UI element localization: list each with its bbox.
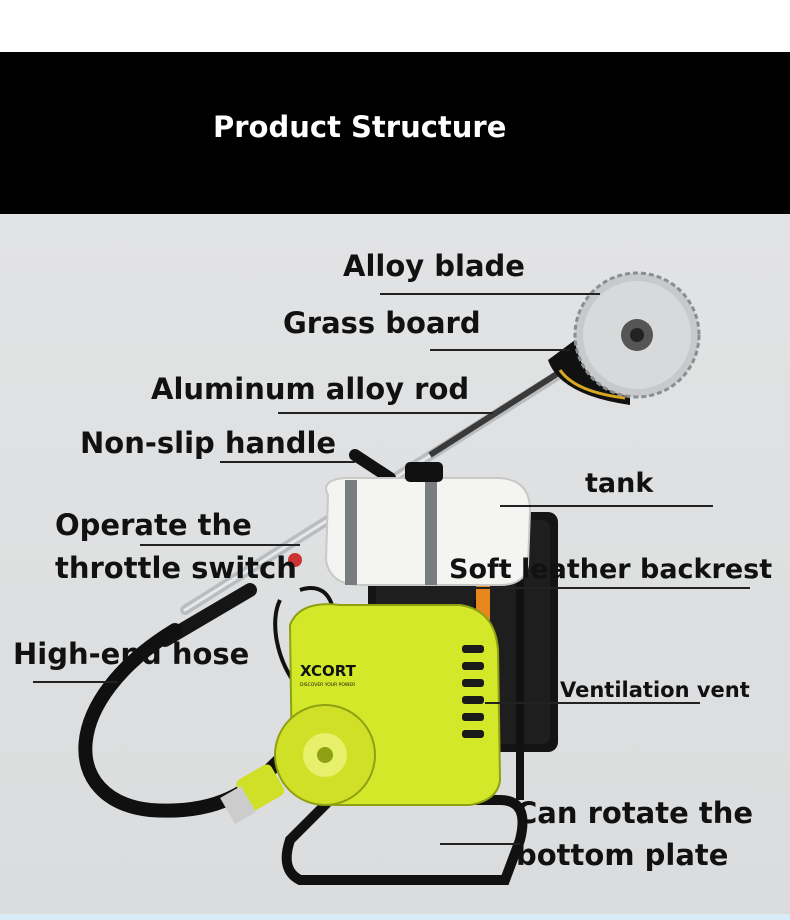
label-soft-leather-backrest: Soft leather backrest — [449, 554, 773, 585]
non-slip-handle — [349, 449, 396, 484]
alloy-blade — [573, 271, 701, 399]
header-banner — [0, 52, 790, 214]
metal-frame — [281, 795, 528, 885]
tank-cap — [405, 462, 443, 482]
ventilation-vents — [462, 645, 484, 738]
leader-tank — [500, 505, 713, 507]
label-tank: tank — [585, 468, 654, 499]
label-throttle-line1: Operate the — [55, 508, 252, 542]
engine-brand: XCORT — [300, 662, 357, 680]
leader-throttle — [140, 544, 300, 546]
leader-alloy-blade — [380, 293, 600, 295]
leader-aluminum-alloy-rod — [278, 412, 493, 414]
leader-vent — [485, 702, 700, 704]
label-aluminum-alloy-rod: Aluminum alloy rod — [151, 372, 470, 406]
label-throttle-line2: throttle switch — [55, 551, 297, 585]
label-rotate-line2: bottom plate — [516, 838, 729, 872]
leader-rotate — [440, 843, 520, 845]
engine-brand-sub: DISCOVER YOUR POWER — [300, 682, 355, 688]
label-high-end-hose: High-end hose — [13, 637, 250, 671]
bottom-strip — [0, 914, 790, 920]
label-non-slip-handle: Non-slip handle — [80, 426, 337, 460]
leader-hose — [33, 681, 118, 683]
tank-strap — [345, 480, 357, 585]
label-alloy-blade: Alloy blade — [343, 249, 525, 283]
page-title: Product Structure — [213, 110, 507, 144]
label-rotate-line1: Can rotate the — [516, 796, 754, 830]
leader-backrest — [470, 587, 750, 589]
label-ventilation-vent: Ventilation vent — [560, 678, 750, 702]
leader-grass-board — [430, 349, 570, 351]
leader-non-slip-handle — [220, 461, 355, 463]
label-grass-board: Grass board — [283, 306, 481, 340]
